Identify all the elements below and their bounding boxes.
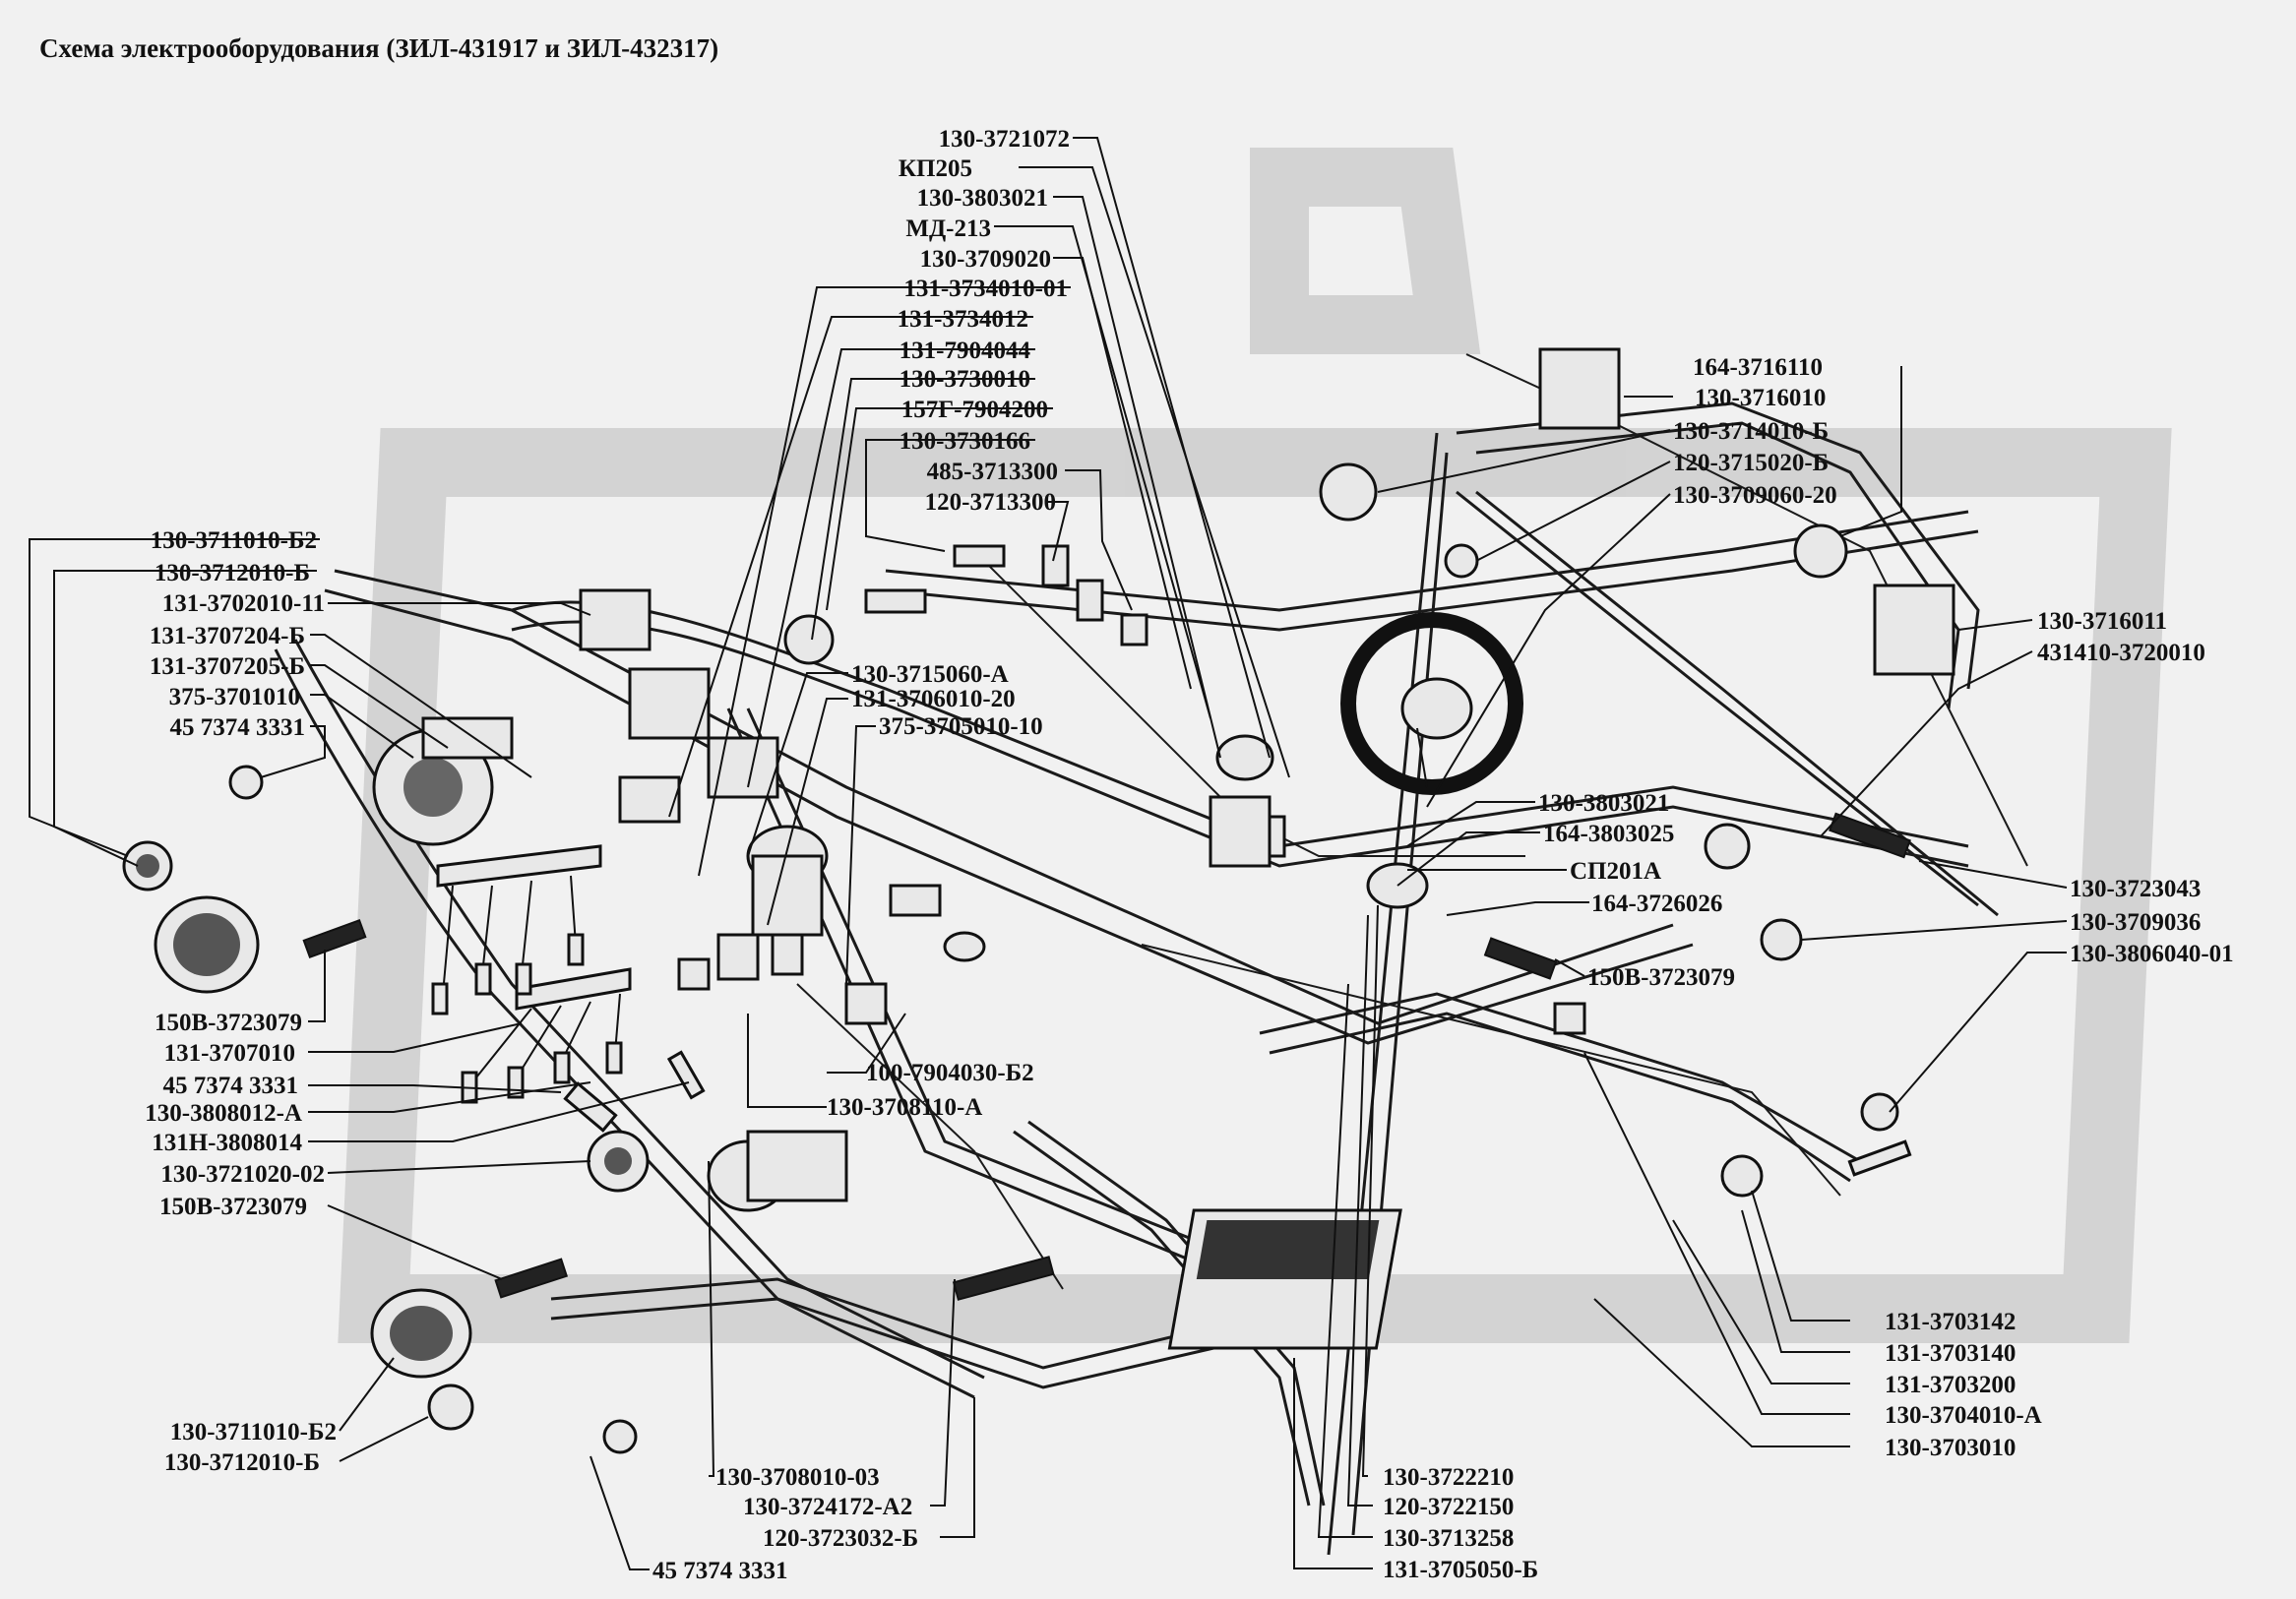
label-150v-3723079-mid: 150В-3723079 — [1587, 964, 1735, 991]
spark-plug-wires — [436, 844, 632, 1083]
labels-center: 130-3715060-А 131-3706010-20 375-3705010… — [827, 661, 1043, 1121]
leader-lines — [29, 137, 2068, 1570]
rear-lamp-right — [1873, 584, 1955, 676]
starter — [707, 1130, 848, 1212]
label-120-3722150: 120-3722150 — [1383, 1494, 1514, 1520]
label-131-3707204-b: 131-3707204-Б — [150, 623, 305, 649]
distributor — [746, 825, 829, 976]
label-130-3703010: 130-3703010 — [1885, 1435, 2016, 1461]
ignition-coil — [618, 736, 779, 824]
label-130-3713258: 130-3713258 — [1383, 1525, 1514, 1552]
left-sidelamp — [122, 840, 173, 892]
generator — [372, 716, 514, 846]
label-485-3713300: 485-3713300 — [927, 459, 1058, 485]
label-130-3704010-a: 130-3704010-А — [1885, 1402, 2042, 1429]
label-130-3716010: 130-3716010 — [1695, 385, 1826, 411]
label-130-3711010-b2-front: 130-3711010-Б2 — [170, 1419, 337, 1445]
label-130-3712010-b-front: 130-3712010-Б — [164, 1449, 320, 1476]
label-164-3803025: 164-3803025 — [1543, 821, 1674, 847]
right-headlamp — [370, 1288, 472, 1379]
spark-plugs — [431, 933, 623, 1104]
label-130-3711010-b2: 130-3711010-Б2 — [151, 527, 317, 554]
label-sp201a: СП201А — [1570, 858, 1661, 885]
label-130-3708010-03: 130-3708010-03 — [715, 1464, 880, 1491]
label-130-3803021-mid: 130-3803021 — [1538, 790, 1669, 817]
labels-right-middle: 130-3803021 164-3803025 СП201А 164-37260… — [1538, 790, 2234, 991]
voltage-regulator — [579, 588, 711, 740]
label-131-3703142: 131-3703142 — [1885, 1309, 2016, 1335]
label-375-3705010-10: 375-3705010-10 — [879, 713, 1043, 740]
label-131-3703200: 131-3703200 — [1885, 1372, 2016, 1398]
label-100-7904030-b2: 100-7904030-Б2 — [866, 1060, 1034, 1086]
right-turn-repeater — [602, 1419, 638, 1454]
steering-wheel — [1340, 612, 1523, 795]
label-131-3705050-b: 131-3705050-Б — [1383, 1557, 1538, 1583]
label-130-3708110-a: 130-3708110-А — [827, 1094, 982, 1121]
label-130-3716011: 130-3716011 — [2037, 608, 2167, 635]
label-130-3709020: 130-3709020 — [920, 246, 1051, 273]
label-150v-3723079-a: 150В-3723079 — [155, 1010, 302, 1036]
label-157g-7904200: 157Г-7904200 — [901, 397, 1048, 423]
label-130-3724172-a2: 130-3724172-А2 — [743, 1494, 912, 1520]
label-kp205: КП205 — [899, 155, 972, 182]
horn — [587, 1130, 650, 1193]
label-130-3709036: 130-3709036 — [2070, 909, 2201, 936]
label-131-3734012: 131-3734012 — [898, 306, 1028, 333]
label-45-7374-3331-c: 45 7374 3331 — [652, 1558, 788, 1584]
label-130-3722210: 130-3722210 — [1383, 1464, 1514, 1491]
label-120-3715020-b: 120-3715020-Б — [1673, 450, 1829, 476]
label-130-3806040-01: 130-3806040-01 — [2070, 941, 2234, 967]
labels-bottom: 130-3708010-03 130-3724172-А2 120-372303… — [652, 1464, 1538, 1584]
right-sidelamp — [427, 1384, 474, 1431]
label-131-3707010: 131-3707010 — [164, 1040, 295, 1067]
connector-blocks — [302, 812, 1911, 1301]
label-431410-3720010: 431410-3720010 — [2037, 640, 2205, 666]
label-131-3707205-b: 131-3707205-Б — [150, 653, 305, 680]
label-131-3703140: 131-3703140 — [1885, 1340, 2016, 1367]
label-375-3701010: 375-3701010 — [169, 684, 300, 710]
instrument-cluster — [563, 462, 1912, 1198]
left-headlamp — [154, 895, 260, 994]
labels-left: 130-3711010-Б2 130-3712010-Б 131-3702010… — [145, 527, 337, 1476]
label-45-7374-3331-b: 45 7374 3331 — [163, 1073, 299, 1099]
label-md-213: МД-213 — [905, 215, 991, 242]
watermark-logo — [338, 148, 2172, 1343]
rear-lamp — [1538, 347, 1621, 430]
label-45-7374-3331-a: 45 7374 3331 — [170, 714, 306, 741]
components — [122, 347, 1955, 1454]
label-130-3730166: 130-3730166 — [900, 428, 1030, 455]
left-turn-repeater — [228, 765, 264, 800]
label-130-3712010-b: 130-3712010-Б — [155, 560, 310, 586]
label-130-3715060-a: 130-3715060-А — [851, 661, 1009, 688]
label-131-3702010-11: 131-3702010-11 — [162, 590, 325, 617]
label-130-3723043: 130-3723043 — [2070, 876, 2201, 902]
label-150v-3723079-b: 150В-3723079 — [159, 1194, 307, 1220]
label-130-3721020-02: 130-3721020-02 — [160, 1161, 325, 1188]
label-130-3721072: 130-3721072 — [939, 126, 1070, 153]
label-130-3803021-top: 130-3803021 — [917, 185, 1048, 212]
label-130-3714010-b: 130-3714010-Б — [1673, 418, 1829, 445]
label-131-3706010-20: 131-3706010-20 — [851, 686, 1016, 712]
labels-top-center: 130-3721072 КП205 130-3803021 МД-213 130… — [898, 126, 1070, 516]
label-130-3808012-a: 130-3808012-А — [145, 1100, 302, 1127]
label-131n-3808014: 131Н-3808014 — [152, 1130, 302, 1156]
label-131-3734010-01: 131-3734010-01 — [903, 276, 1068, 302]
label-130-3709060-20: 130-3709060-20 — [1673, 482, 1837, 509]
label-120-3713300: 120-3713300 — [925, 489, 1056, 516]
label-164-3716110: 164-3716110 — [1693, 354, 1823, 381]
labels-right-upper: 164-3716110 130-3716010 130-3714010-Б 12… — [1673, 354, 2205, 666]
labels-right-lower: 131-3703142 131-3703140 131-3703200 130-… — [1885, 1309, 2042, 1461]
label-120-3723032-b: 120-3723032-Б — [763, 1525, 918, 1552]
label-164-3726026: 164-3726026 — [1591, 891, 1722, 917]
diagram-title: Схема электрооборудования (ЗИЛ-431917 и … — [39, 33, 719, 63]
label-130-3730010: 130-3730010 — [900, 366, 1030, 393]
label-131-7904044: 131-7904044 — [900, 338, 1031, 364]
